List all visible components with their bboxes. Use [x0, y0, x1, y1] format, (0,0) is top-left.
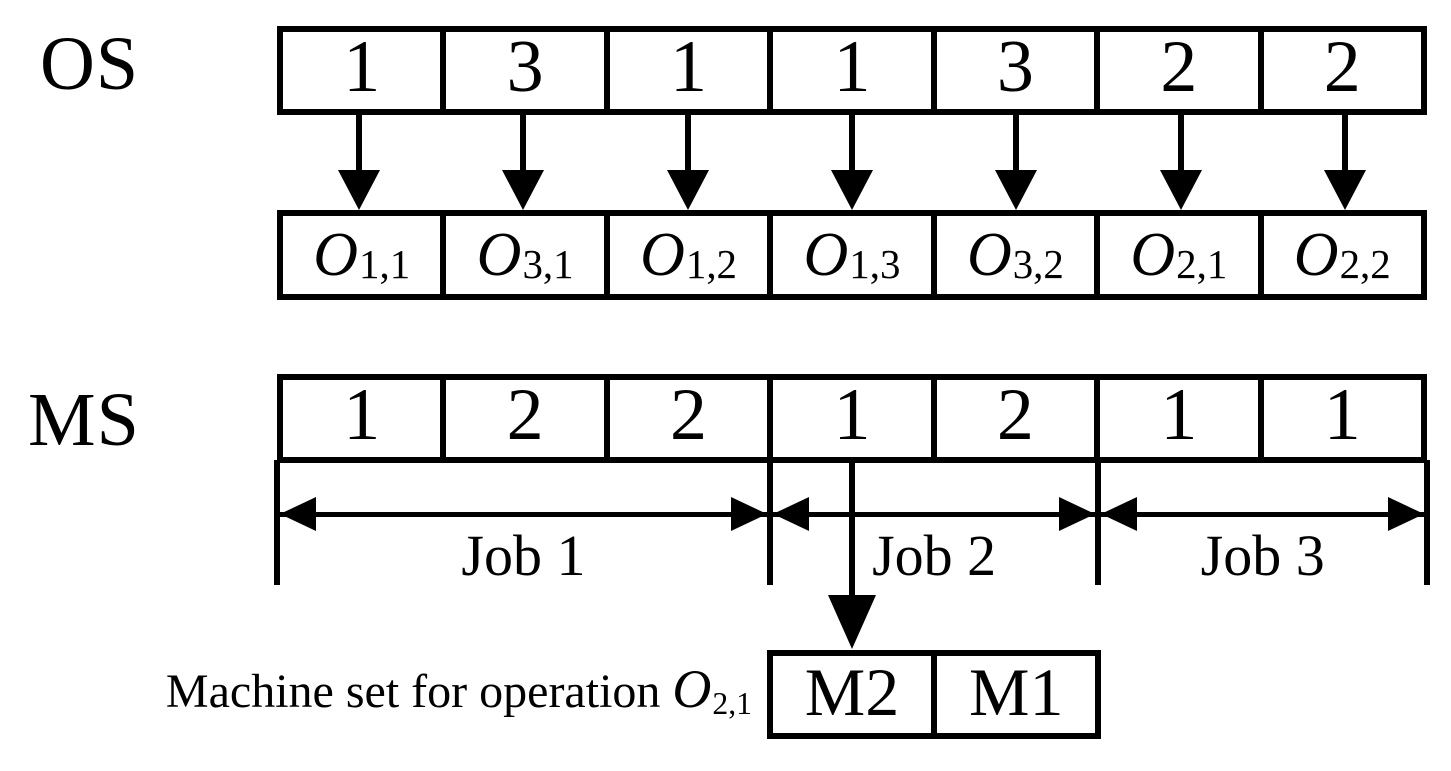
os-gene-cell: 2 [1323, 32, 1361, 108]
operation-symbol: O [966, 220, 1012, 289]
job-boundary-tick [1095, 460, 1102, 585]
operation-subscript: 1,2 [685, 241, 738, 287]
job-label: Job 2 [872, 523, 997, 588]
os-gene-cell: 3 [446, 32, 610, 109]
operation-subscript: 2,1 [1176, 241, 1228, 287]
down-arrow-icon [849, 113, 855, 174]
machine-set-caption: Machine set for operation O2,1 [60, 659, 752, 727]
left-arrowhead-icon [280, 497, 316, 531]
down-arrowhead-icon [831, 170, 873, 210]
double-arrow-icon [772, 512, 1096, 517]
ms-gene-cell: 2 [937, 380, 1101, 457]
job-boundary-tick [766, 460, 773, 585]
right-arrowhead-icon [1388, 497, 1424, 531]
ms-gene-cell: 1 [773, 380, 937, 457]
down-arrow-icon [1177, 113, 1184, 174]
machine-set-box: M2 M1 [766, 650, 1102, 739]
operation-subscript: 3,1 [522, 241, 574, 287]
down-arrowhead-icon [828, 595, 876, 649]
machine-cell: M2 [773, 654, 938, 733]
operation-symbol: O [1130, 220, 1176, 289]
right-arrowhead-icon [1059, 497, 1096, 531]
operation-subscript: 1,1 [359, 241, 411, 287]
os-gene-cell: 1 [610, 32, 774, 109]
double-arrow-icon [280, 512, 767, 517]
down-arrowhead-icon [666, 170, 709, 210]
left-arrowhead-icon [1101, 497, 1138, 531]
operation-symbol: O [476, 220, 522, 289]
caption-operation-symbol: O [672, 659, 712, 719]
ms-gene-cell: 2 [610, 380, 774, 457]
down-arrowhead-icon [502, 170, 545, 210]
right-arrowhead-icon [730, 497, 767, 531]
down-arrowhead-icon [995, 170, 1038, 210]
down-arrow-icon [356, 113, 363, 174]
os-sequence-label: OS [40, 22, 140, 106]
os-gene-cell: 3 [937, 32, 1101, 109]
down-arrowhead-icon [1159, 170, 1202, 210]
down-arrow-icon [1013, 113, 1020, 174]
caption-operation-subscript: 2,1 [712, 685, 752, 721]
ms-gene-cell: 1 [283, 380, 447, 457]
operation-symbol: O [640, 220, 685, 289]
left-arrowhead-icon [772, 497, 809, 531]
operation-subscript: 1,3 [849, 241, 901, 287]
down-arrow-icon [684, 113, 691, 174]
job-boundary-tick [274, 460, 280, 585]
operation-symbol: O [1293, 220, 1339, 289]
job-boundary-tick [1424, 460, 1430, 585]
down-arrowhead-icon [338, 170, 381, 210]
ms-gene-cell: 2 [446, 380, 610, 457]
ms-gene-cell: 1 [1100, 380, 1264, 457]
double-arrow-icon [1101, 512, 1424, 517]
operation-symbol: O [313, 220, 359, 289]
job-label: Job 1 [461, 523, 586, 588]
down-arrow-icon [520, 113, 527, 174]
down-arrow-icon [849, 460, 855, 598]
operation-subscript: 3,2 [1012, 241, 1064, 287]
os-gene-cell: 1 [283, 32, 447, 109]
down-arrow-icon [1341, 113, 1348, 174]
down-arrowhead-icon [1323, 170, 1366, 210]
operation-symbol: O [803, 220, 849, 289]
operation-subscript: 2,2 [1339, 241, 1391, 287]
ms-gene-cell: 1 [1323, 380, 1361, 456]
job-label: Job 3 [1200, 523, 1325, 588]
os-gene-cell: 2 [1100, 32, 1264, 109]
machine-cell: M1 [969, 654, 1064, 730]
ms-sequence-label: MS [28, 378, 140, 462]
os-gene-cell: 1 [773, 32, 937, 109]
caption-text: Machine set for operation [165, 665, 673, 718]
